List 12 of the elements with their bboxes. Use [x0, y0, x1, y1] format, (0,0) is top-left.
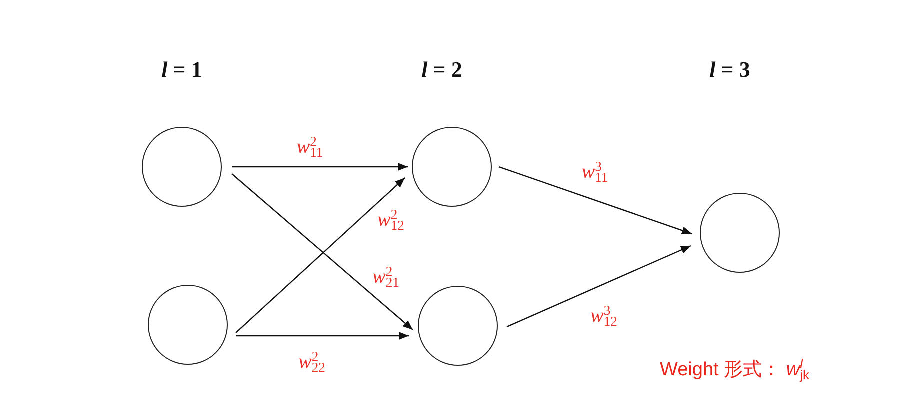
layer-label: l = 3 [710, 59, 750, 81]
arrow [498, 166, 692, 235]
layer-label: l = 2 [422, 59, 462, 81]
neuron-circle [412, 127, 492, 207]
arrow [236, 332, 409, 340]
neuron-circle [418, 286, 498, 366]
neuron-circle [700, 193, 780, 273]
layer-label: l = 1 [162, 59, 202, 81]
neuron-circle [142, 127, 222, 207]
arrow [232, 163, 408, 171]
arrow [506, 245, 692, 328]
neuron-circle [148, 285, 228, 365]
